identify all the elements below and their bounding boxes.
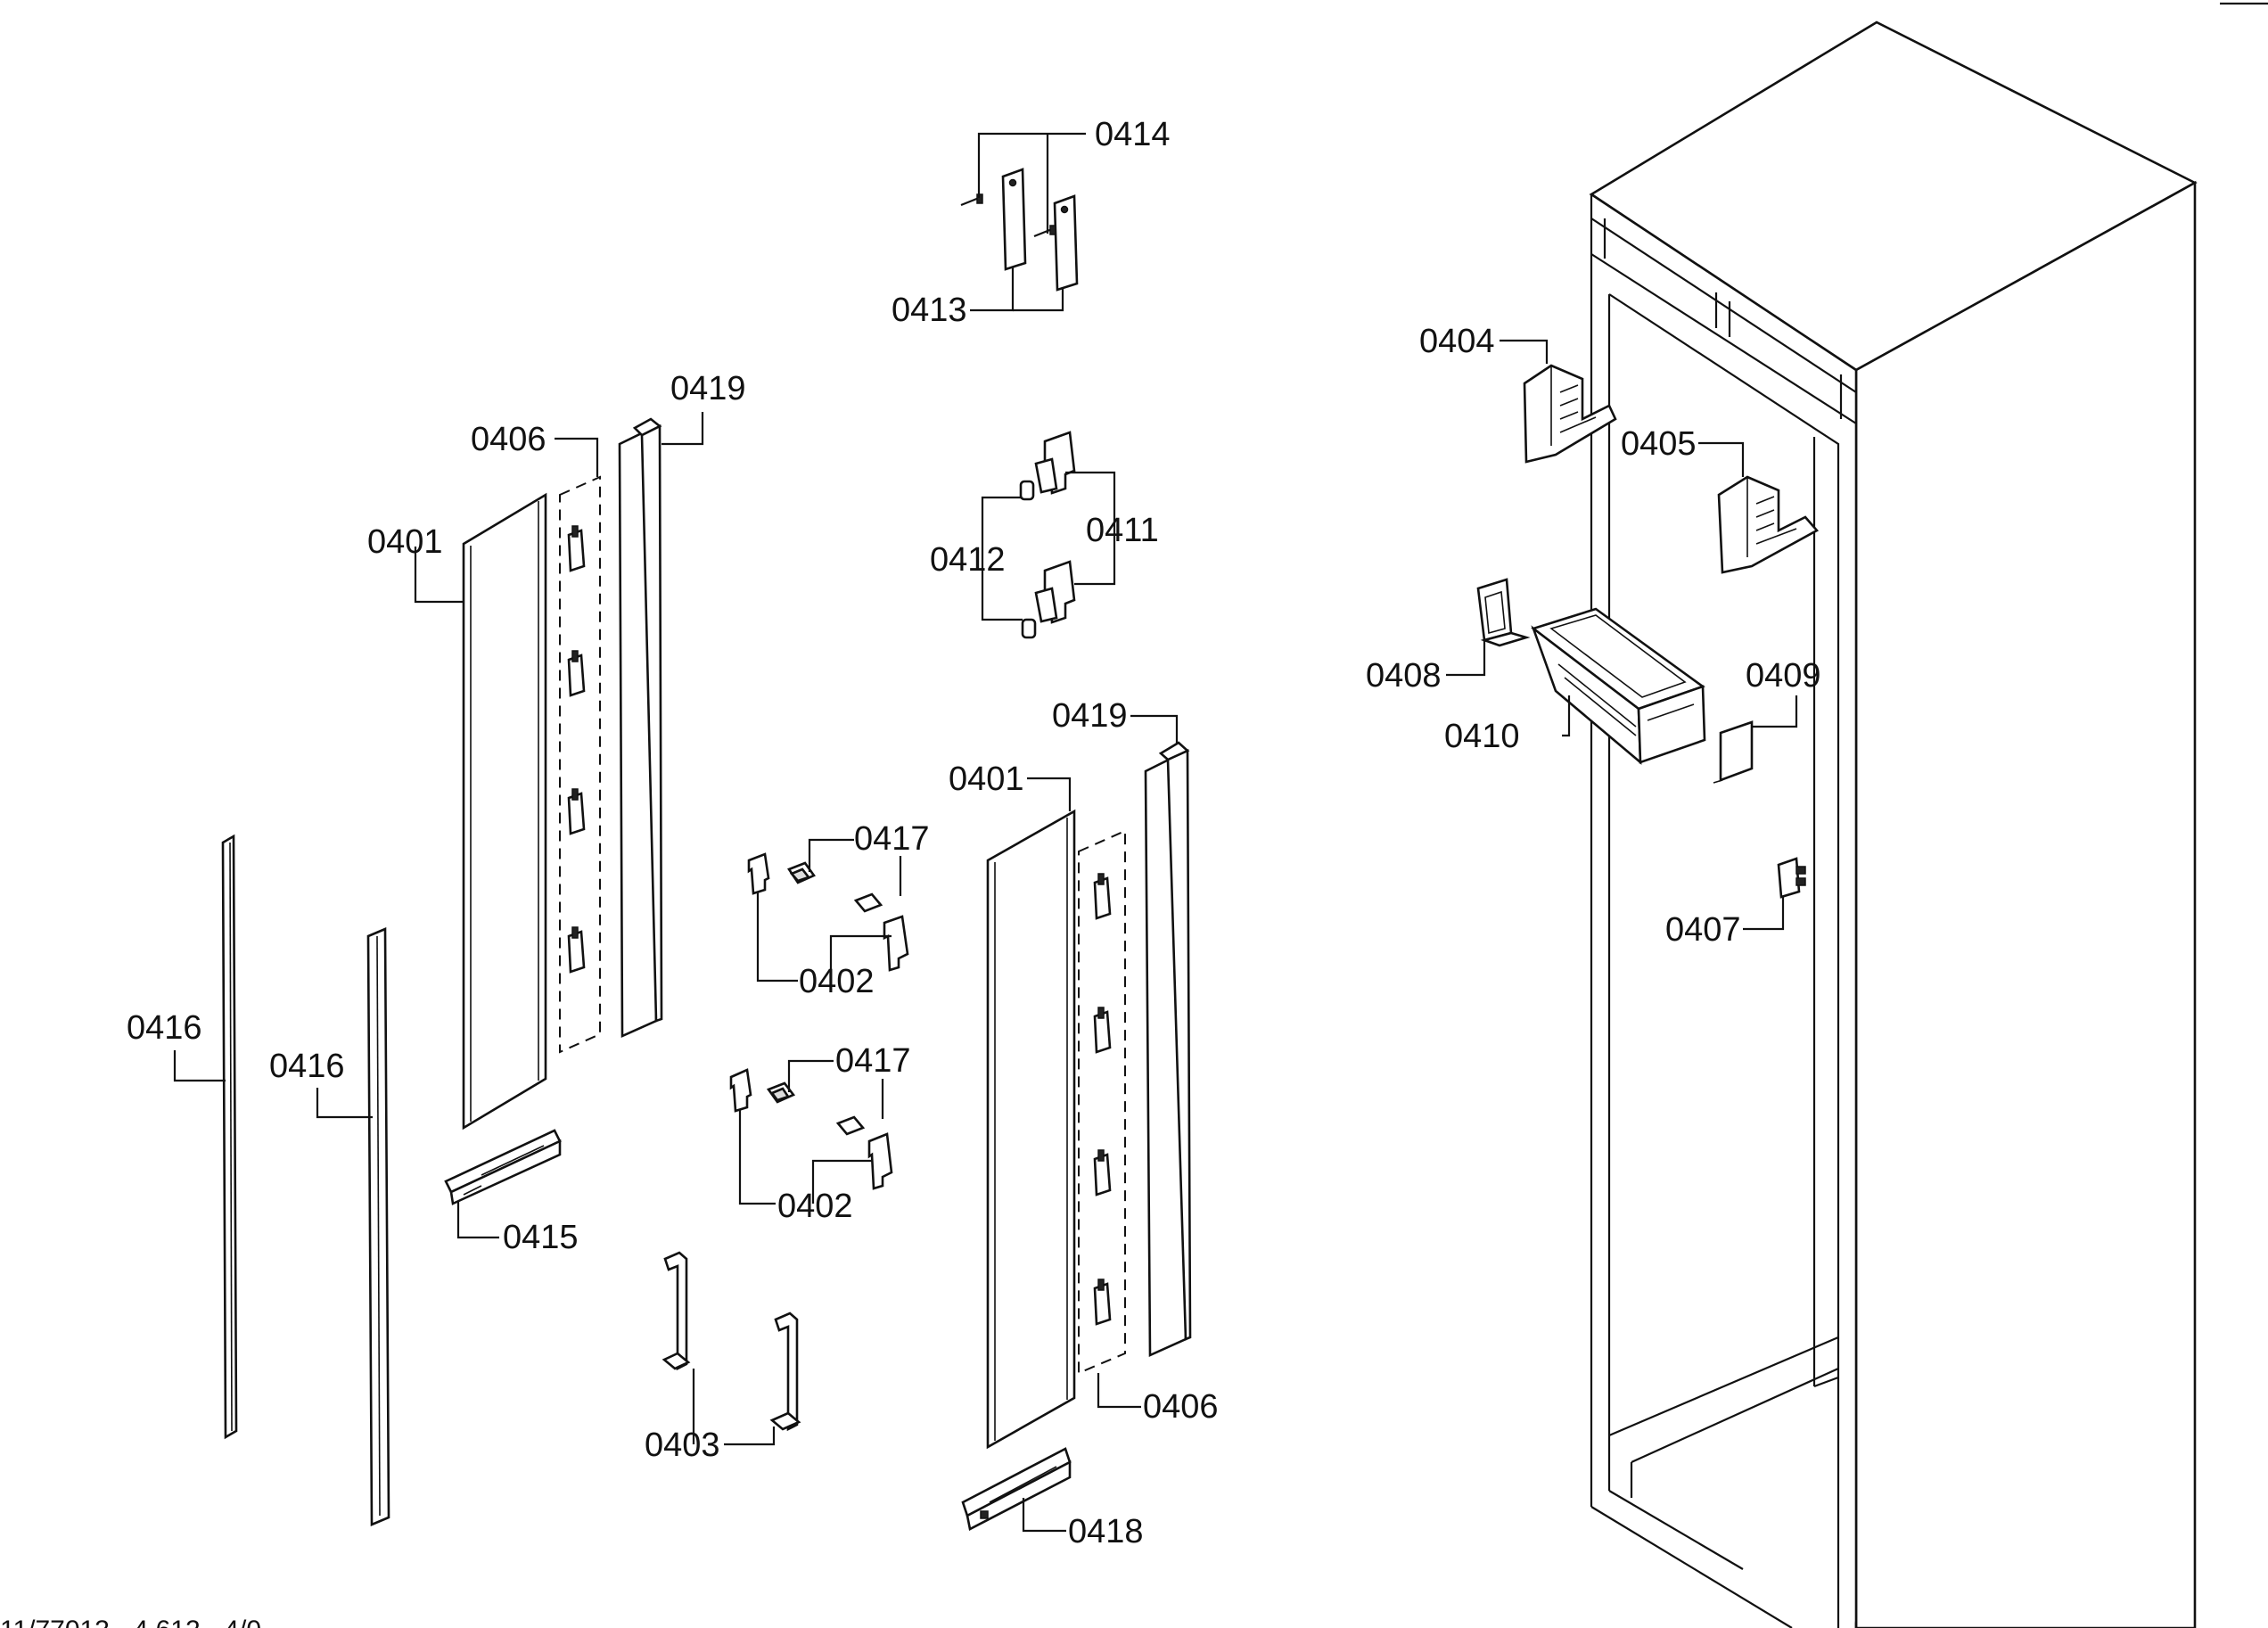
label-0416-a: 0416 [127,1009,202,1047]
part-0415-rail [444,1129,562,1205]
part-0419-right-strip [1144,741,1192,1358]
label-0404: 0404 [1419,323,1495,360]
part-0401-left-panel [462,492,547,1131]
label-0417-upper: 0417 [854,820,930,858]
part-0409-plate [1713,720,1754,784]
label-0419-left: 0419 [670,370,746,407]
part-0404-bracket [1523,364,1617,464]
label-0406-left: 0406 [471,421,546,458]
label-0402-lower: 0402 [777,1188,853,1225]
label-0408: 0408 [1366,657,1442,695]
part-0419-left-strip [618,417,663,1039]
label-0407: 0407 [1665,911,1741,949]
part-0402-upper-brackets [747,852,909,972]
part-0403-brackets [662,1251,801,1432]
part-0410-housing [1531,607,1706,765]
part-0402-lower-brackets [729,1068,893,1190]
part-0418-rail [961,1447,1072,1531]
label-0402-upper: 0402 [799,963,875,1000]
part-0406-left-hinge-strip [559,475,601,1054]
label-0411: 0411 [1086,512,1159,549]
label-0412: 0412 [930,541,1006,579]
label-0415: 0415 [503,1219,579,1256]
label-0405: 0405 [1621,425,1697,463]
part-0408-frame [1476,578,1531,647]
part-0416-strip-b [366,927,390,1526]
part-0414-screws [960,193,1056,238]
label-0414: 0414 [1095,116,1171,153]
label-0418: 0418 [1068,1513,1144,1550]
part-0416-strip-a [221,834,238,1440]
label-0417-lower: 0417 [835,1042,911,1080]
label-0403: 0403 [645,1427,720,1464]
part-0417-upper-clips [787,861,883,913]
label-0401-left: 0401 [367,523,443,561]
label-0406-right: 0406 [1143,1388,1219,1426]
part-0407-switch [1777,857,1806,899]
part-0413-plates [1001,168,1079,292]
refrigerator-cabinet [1589,21,2198,1628]
label-0413: 0413 [892,292,967,329]
footer-drawing-code: 11/77013 - 4.612 - 4/0 [0,1616,261,1628]
part-0405-bracket [1717,475,1820,574]
part-0411-brackets [1034,431,1076,624]
label-0419-right: 0419 [1052,697,1128,735]
part-0417-lower-clips [766,1081,866,1136]
label-0416-b: 0416 [269,1048,345,1085]
label-0410: 0410 [1444,718,1520,755]
label-0401-right: 0401 [949,761,1024,798]
part-0412-hinge-pins [1019,480,1037,639]
label-0409: 0409 [1746,657,1821,695]
part-0406-right-hinge-strip [1078,829,1126,1375]
part-0401-right-panel [986,809,1076,1450]
